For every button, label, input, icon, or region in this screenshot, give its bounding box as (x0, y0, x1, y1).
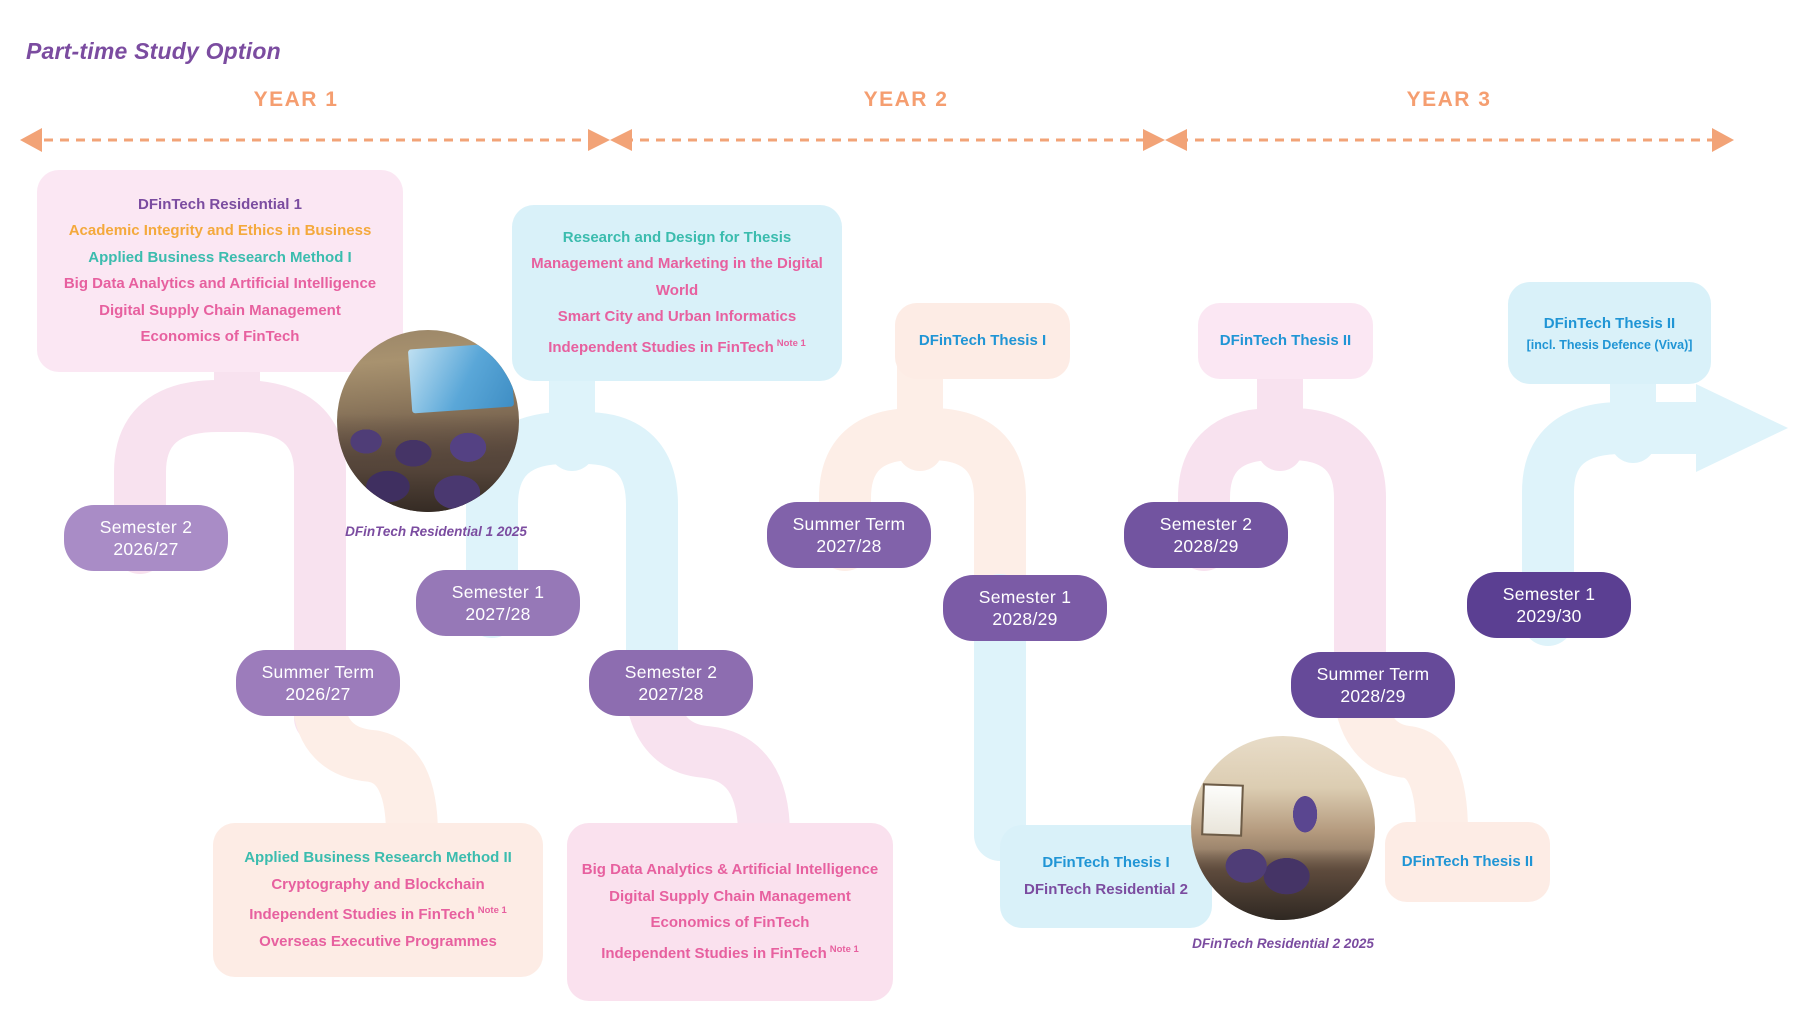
audience-shapes (337, 413, 519, 512)
pill-summer-2027-28: Summer Term 2027/28 (767, 502, 931, 568)
course-line: DFinTech Thesis II (1219, 331, 1352, 349)
pill-line1: Semester 2 (624, 662, 718, 682)
pill-line2: 2027/28 (816, 536, 882, 556)
pill-summer-2026-27: Summer Term 2026/27 (236, 650, 400, 716)
course-note-superscript: Note 1 (776, 337, 806, 349)
pill-line2: 2027/28 (465, 604, 531, 624)
pill-semester2-2026-27: Semester 2 2026/27 (64, 505, 228, 571)
photo-residential-2 (1191, 736, 1375, 920)
course-line: [incl. Thesis Defence (Viva)] (1526, 338, 1693, 352)
pill-line2: 2026/27 (285, 684, 351, 704)
course-line: DFinTech Residential 1 (138, 195, 302, 213)
course-line: Management and Marketing in the Digital … (531, 255, 823, 299)
course-box-thesis2: DFinTech Thesis II (1198, 303, 1373, 379)
course-box-summer-2026-27: Applied Business Research Method II Crypt… (213, 823, 543, 977)
course-line: DFinTech Thesis II (1543, 315, 1676, 332)
course-line: Applied Business Research Method I (88, 248, 352, 266)
photo1-caption: DFinTech Residential 1 2025 (345, 524, 527, 539)
course-line: Applied Business Research Method II (244, 849, 512, 866)
path-into-sem2-box (624, 656, 790, 861)
pill-semester1-2027-28: Semester 1 2027/28 (416, 570, 580, 636)
pill-line1: Summer Term (1316, 664, 1430, 684)
year-separator-arrow-icon (610, 129, 632, 151)
page-title: Part-time Study Option (26, 38, 281, 64)
year2-label: YEAR 2 (863, 88, 949, 111)
photo2-caption: DFinTech Residential 2 2025 (1192, 936, 1374, 951)
pill-line1: Semester 1 (1502, 584, 1596, 604)
course-line: DFinTech Thesis I (1042, 854, 1170, 871)
course-line: Big Data Analytics & Artificial Intellig… (581, 861, 879, 878)
path-year3-pink-arch (1178, 408, 1386, 726)
pill-line2: 2028/29 (1173, 536, 1239, 556)
course-line: Digital Supply Chain Management (99, 301, 341, 319)
course-note-superscript: Note 1 (477, 905, 507, 916)
pill-line1: Summer Term (792, 514, 906, 534)
exit-arrow-icon (1696, 384, 1788, 472)
pill-line2: 2028/29 (1340, 686, 1406, 706)
course-box-thesis2-final: DFinTech Thesis II [incl. Thesis Defence … (1508, 282, 1711, 384)
path-into-summer-box (292, 674, 438, 861)
pill-line1: Semester 2 (99, 517, 193, 537)
pill-semester2-2027-28: Semester 2 2027/28 (589, 650, 753, 716)
photo-residential-1 (337, 330, 519, 512)
year-separator-arrow-icon (1165, 129, 1187, 151)
course-line: DFinTech Thesis II (1401, 852, 1534, 870)
pill-line2: 2027/28 (638, 684, 704, 704)
year-separator-arrow-icon (1143, 129, 1165, 151)
course-line: Economics of FinTech (650, 914, 810, 931)
course-line: Cryptography and Blockchain (271, 875, 485, 893)
year-separator-arrow-icon (588, 129, 610, 151)
pill-semester1-2029-30: Semester 1 2029/30 (1467, 572, 1631, 638)
course-box-semester1-2026-27: DFinTech Residential 1 Academic Integrity… (37, 170, 403, 372)
timeline-right-arrow-icon (1712, 128, 1734, 152)
course-box-summer-2028-29: DFinTech Thesis II (1385, 822, 1550, 902)
year-timeline (20, 128, 1734, 152)
course-line: Big Data Analytics and Artificial Intell… (63, 275, 377, 292)
course-box-semester2-2027-28: Big Data Analytics & Artificial Intellig… (567, 823, 893, 1001)
course-line: Digital Supply Chain Management (609, 887, 851, 905)
course-line: Research and Design for Thesis (562, 228, 792, 246)
pill-summer-2028-29: Summer Term 2028/29 (1291, 652, 1455, 718)
course-line: Economics of FinTech (140, 328, 300, 345)
pill-semester1-2028-29: Semester 1 2028/29 (943, 575, 1107, 641)
course-line: Smart City and Urban Informatics (557, 308, 797, 326)
course-note-superscript: Note 1 (829, 943, 859, 955)
course-line: Academic Integrity and Ethics in Busines… (68, 222, 372, 239)
course-line: DFinTech Residential 2 (1024, 880, 1188, 898)
path-year2-peach-arch (819, 408, 1026, 666)
pill-line1: Semester 1 (978, 587, 1072, 607)
pill-line1: Semester 2 (1159, 514, 1253, 534)
course-box-semester1-2028-29: DFinTech Thesis I DFinTech Residential 2 (1000, 825, 1212, 928)
year1-label: YEAR 1 (253, 88, 339, 111)
path-final-blue (1522, 402, 1726, 646)
course-line: DFinTech Thesis I (918, 331, 1047, 349)
pill-line2: 2028/29 (992, 609, 1058, 629)
pill-line1: Summer Term (261, 662, 375, 682)
pill-line1: Semester 1 (451, 582, 545, 602)
audience-shapes (1191, 791, 1375, 920)
year3-label: YEAR 3 (1406, 88, 1492, 111)
course-box-thesis1: DFinTech Thesis I (895, 303, 1070, 379)
pill-line2: 2029/30 (1516, 606, 1582, 626)
pill-semester2-2028-29: Semester 2 2028/29 (1124, 502, 1288, 568)
pill-line2: 2026/27 (113, 539, 179, 559)
projector-screen-shape (407, 342, 514, 414)
course-line: Overseas Executive Programmes (259, 932, 497, 950)
path-year1-pink-arch (114, 380, 346, 744)
timeline-left-arrow-icon (20, 128, 42, 152)
